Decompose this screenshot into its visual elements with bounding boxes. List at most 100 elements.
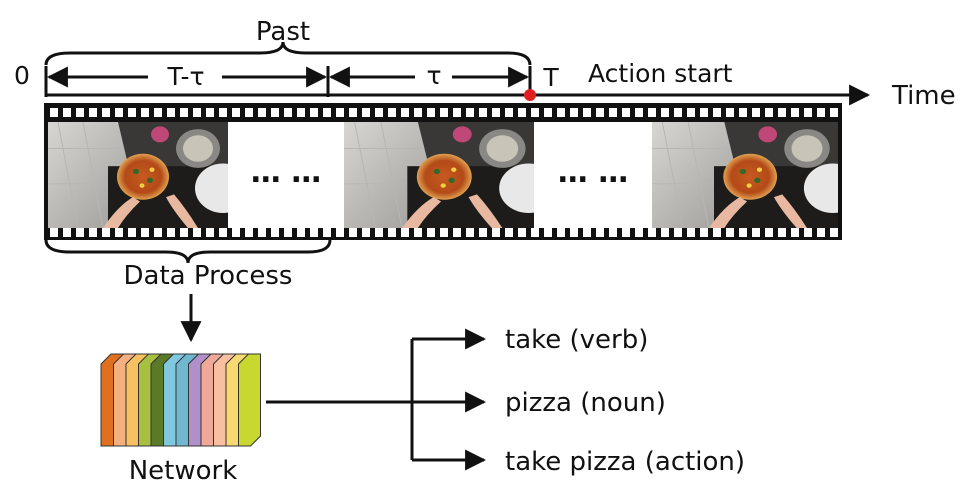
film-sprocket-hole <box>63 228 71 237</box>
film-sprocket-hole <box>804 108 812 117</box>
film-sprocket-hole <box>830 108 838 117</box>
film-sprocket-hole <box>531 228 539 237</box>
film-sprocket-hole <box>141 108 149 117</box>
film-sprocket-hole <box>323 228 331 237</box>
film-sprocket-hole <box>661 108 669 117</box>
film-sprocket-hole <box>791 228 799 237</box>
film-sprocket-hole <box>492 108 500 117</box>
film-sprocket-hole <box>336 108 344 117</box>
film-sprocket-hole <box>193 108 201 117</box>
film-sprockets-bottom <box>50 228 838 237</box>
film-sprocket-hole <box>284 228 292 237</box>
film-sprocket-hole <box>271 228 279 237</box>
film-sprocket-hole <box>466 228 474 237</box>
time-label: Time <box>891 81 956 111</box>
data-process-label: Data Process <box>124 261 293 291</box>
film-sprocket-hole <box>310 228 318 237</box>
film-sprocket-hole <box>349 108 357 117</box>
film-sprocket-hole <box>687 228 695 237</box>
film-sprocket-hole <box>661 228 669 237</box>
film-sprocket-hole <box>687 108 695 117</box>
film-sprocket-hole <box>635 108 643 117</box>
film-sprocket-hole <box>284 108 292 117</box>
output-action-label: take pizza (action) <box>505 447 745 477</box>
film-sprocket-hole <box>804 228 812 237</box>
film-sprocket-hole <box>427 228 435 237</box>
film-sprocket-hole <box>141 228 149 237</box>
film-sprocket-hole <box>349 228 357 237</box>
film-sprocket-hole <box>297 228 305 237</box>
film-sprocket-hole <box>674 228 682 237</box>
film-sprocket-hole <box>531 108 539 117</box>
t-minus-tau-label: T-τ <box>166 62 204 91</box>
film-sprocket-hole <box>375 228 383 237</box>
network-label: Network <box>129 456 238 486</box>
film-sprocket-hole <box>128 108 136 117</box>
film-sprocket-hole <box>557 108 565 117</box>
film-sprocket-hole <box>713 228 721 237</box>
film-sprocket-hole <box>219 228 227 237</box>
network-block <box>100 353 261 447</box>
film-sprocket-hole <box>401 108 409 117</box>
data-process-brace <box>44 239 332 264</box>
film-sprocket-hole <box>570 228 578 237</box>
film-sprocket-hole <box>739 228 747 237</box>
past-brace <box>44 41 532 66</box>
film-sprocket-hole <box>115 228 123 237</box>
film-sprocket-hole <box>180 228 188 237</box>
film-sprocket-hole <box>726 108 734 117</box>
film-sprocket-hole <box>635 228 643 237</box>
film-sprocket-hole <box>700 228 708 237</box>
film-sprocket-hole <box>752 228 760 237</box>
film-sprocket-hole <box>167 108 175 117</box>
film-sprocket-hole <box>388 228 396 237</box>
output-noun-label: pizza (noun) <box>505 388 666 418</box>
action-start-label: Action start <box>588 59 733 88</box>
film-sprocket-hole <box>336 228 344 237</box>
film-sprocket-hole <box>739 108 747 117</box>
film-sprocket-hole <box>154 108 162 117</box>
network-layer <box>238 353 261 447</box>
film-sprocket-hole <box>609 228 617 237</box>
film-sprocket-hole <box>479 108 487 117</box>
film-sprocket-hole <box>388 108 396 117</box>
action-start-marker <box>524 89 536 101</box>
t-label: T <box>542 63 559 92</box>
film-sprocket-hole <box>206 228 214 237</box>
film-sprocket-hole <box>50 228 58 237</box>
film-sprocket-hole <box>609 108 617 117</box>
film-sprocket-hole <box>232 108 240 117</box>
film-sprocket-hole <box>154 228 162 237</box>
film-sprocket-hole <box>817 108 825 117</box>
film-sprocket-hole <box>167 228 175 237</box>
video-frame-3 <box>652 122 838 228</box>
film-sprocket-hole <box>76 228 84 237</box>
film-sprocket-hole <box>453 108 461 117</box>
film-sprocket-hole <box>648 228 656 237</box>
film-sprocket-hole <box>596 228 604 237</box>
film-sprocket-hole <box>89 108 97 117</box>
film-sprocket-hole <box>778 108 786 117</box>
film-sprocket-hole <box>362 228 370 237</box>
film-sprocket-hole <box>518 228 526 237</box>
film-sprocket-hole <box>102 108 110 117</box>
film-sprocket-hole <box>492 228 500 237</box>
film-sprocket-hole <box>830 228 838 237</box>
film-sprocket-hole <box>583 228 591 237</box>
film-sprocket-hole <box>414 228 422 237</box>
film-sprocket-hole <box>115 108 123 117</box>
film-sprocket-hole <box>622 228 630 237</box>
film-sprocket-hole <box>271 108 279 117</box>
zero-label: 0 <box>14 61 30 90</box>
ellipsis-gap-1 <box>228 122 344 228</box>
film-sprocket-hole <box>518 108 526 117</box>
film-sprocket-hole <box>765 228 773 237</box>
film-sprocket-hole <box>778 228 786 237</box>
film-sprocket-hole <box>63 108 71 117</box>
film-sprocket-hole <box>726 228 734 237</box>
film-sprocket-hole <box>674 108 682 117</box>
film-sprocket-hole <box>375 108 383 117</box>
video-frame-1 <box>48 122 228 228</box>
film-sprocket-hole <box>713 108 721 117</box>
